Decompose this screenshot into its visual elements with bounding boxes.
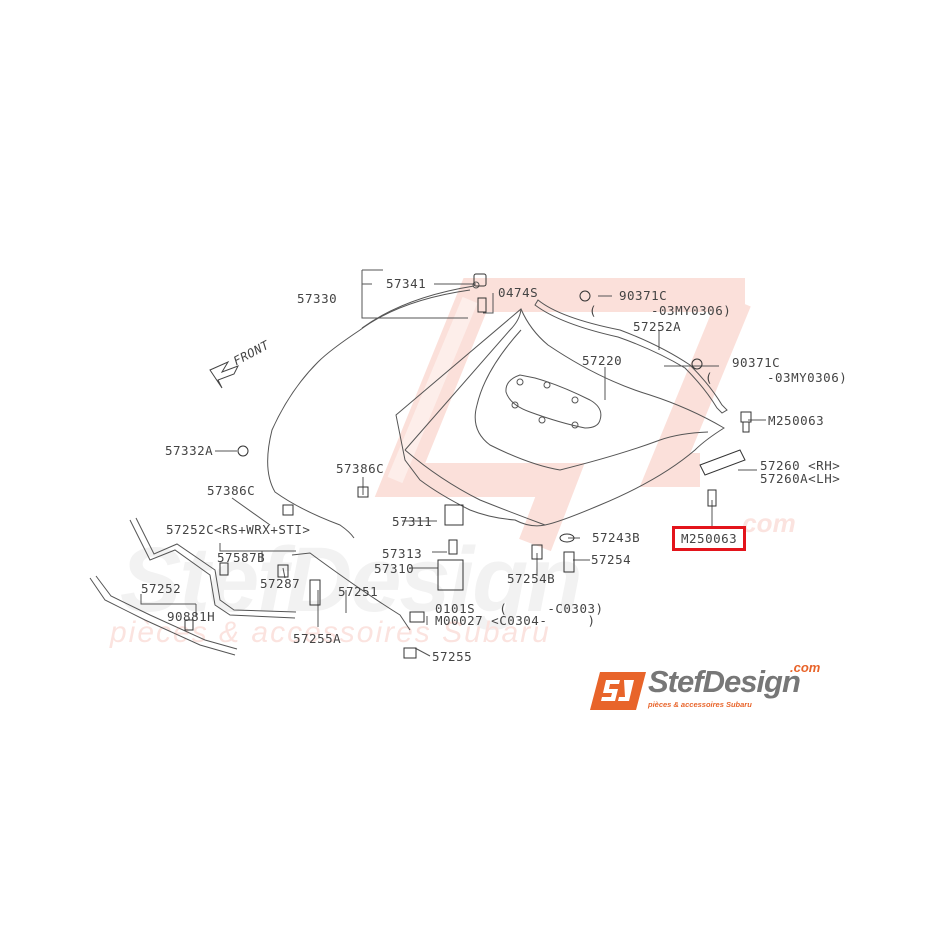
hood-panel-icon [395, 308, 725, 527]
part-label-57252c[interactable]: 57252C<RS+WRX+STI> [166, 522, 311, 537]
part-label-90371c-lower[interactable]: 90371C [732, 355, 781, 370]
part-label-57260-rh[interactable]: 57260 <RH> [760, 458, 841, 473]
part-label-57251[interactable]: 57251 [338, 584, 379, 599]
part-label-90371c-upper[interactable]: 90371C [619, 288, 668, 303]
part-label-57287[interactable]: 57287 [260, 576, 301, 591]
part-label-m00027[interactable]: M00027 <C0304- ) [435, 613, 596, 628]
part-label-90371c-lower-open: ( [705, 370, 714, 385]
part-label-57254b[interactable]: 57254B [507, 571, 556, 586]
part-label-0101s[interactable]: 0101S ( -C0303) [435, 601, 604, 616]
part-label-57252a[interactable]: 57252A [633, 319, 682, 334]
highlighted-part-label: M250063 [681, 531, 738, 546]
part-label-m250063-top[interactable]: M250063 [768, 413, 825, 428]
part-label-90371c-upper-open: ( [589, 303, 598, 318]
brand-com: .com [790, 660, 821, 675]
highlighted-part-m250063[interactable]: M250063 [672, 526, 747, 551]
part-label-57243b[interactable]: 57243B [592, 530, 641, 545]
part-label-57341[interactable]: 57341 [386, 276, 427, 291]
part-label-57587b[interactable]: 57587B [217, 550, 266, 565]
part-label-57255a[interactable]: 57255A [293, 631, 342, 646]
part-label-57386c-right[interactable]: 57386C [336, 461, 385, 476]
brand-logo: StefDesign .com pièces & accessoires Sub… [590, 660, 845, 716]
part-label-90881h[interactable]: 90881H [167, 609, 216, 624]
part-label-57220[interactable]: 57220 [582, 353, 623, 368]
part-label-57310[interactable]: 57310 [374, 561, 415, 576]
part-label-57330[interactable]: 57330 [297, 291, 338, 306]
part-label-57255[interactable]: 57255 [432, 649, 473, 664]
part-label-57260a-lh[interactable]: 57260A<LH> [760, 471, 841, 486]
part-label-57311[interactable]: 57311 [392, 514, 433, 529]
part-label-57313[interactable]: 57313 [382, 546, 423, 561]
part-label-57332a[interactable]: 57332A [165, 443, 214, 458]
brand-name: StefDesign [648, 664, 801, 699]
part-label-90371c-upper-note: -03MY0306) [651, 303, 732, 318]
part-label-57252[interactable]: 57252 [141, 581, 182, 596]
watermark-tagline: pièces & accessoires Subaru [110, 616, 551, 649]
part-label-0474s[interactable]: 0474S [498, 285, 539, 300]
part-label-57386c-left[interactable]: 57386C [207, 483, 256, 498]
watermark-brand-text: StefDesign [120, 529, 583, 631]
part-label-57254[interactable]: 57254 [591, 552, 632, 567]
sj-logo-icon [590, 672, 646, 710]
part-label-90371c-lower-note: -03MY0306) [767, 370, 848, 385]
brand-tagline: pièces & accessoires Subaru [648, 700, 752, 709]
